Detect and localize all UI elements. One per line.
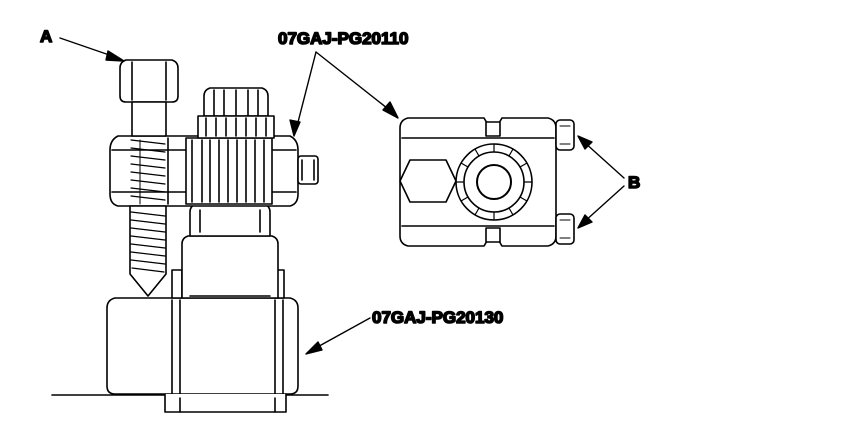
clamp-top-view <box>399 117 575 247</box>
splined-shaft <box>185 87 275 205</box>
label-b: B <box>628 173 640 192</box>
center-column <box>181 203 279 299</box>
label-a: A <box>40 27 52 46</box>
lower-tool-body <box>106 297 299 413</box>
leader-lines <box>59 37 625 355</box>
label-part-upper: 07GAJ-PG20110 <box>278 29 408 48</box>
bolt-a <box>119 59 179 297</box>
left-stud <box>171 269 183 299</box>
label-part-lower: 07GAJ-PG20130 <box>372 308 503 327</box>
